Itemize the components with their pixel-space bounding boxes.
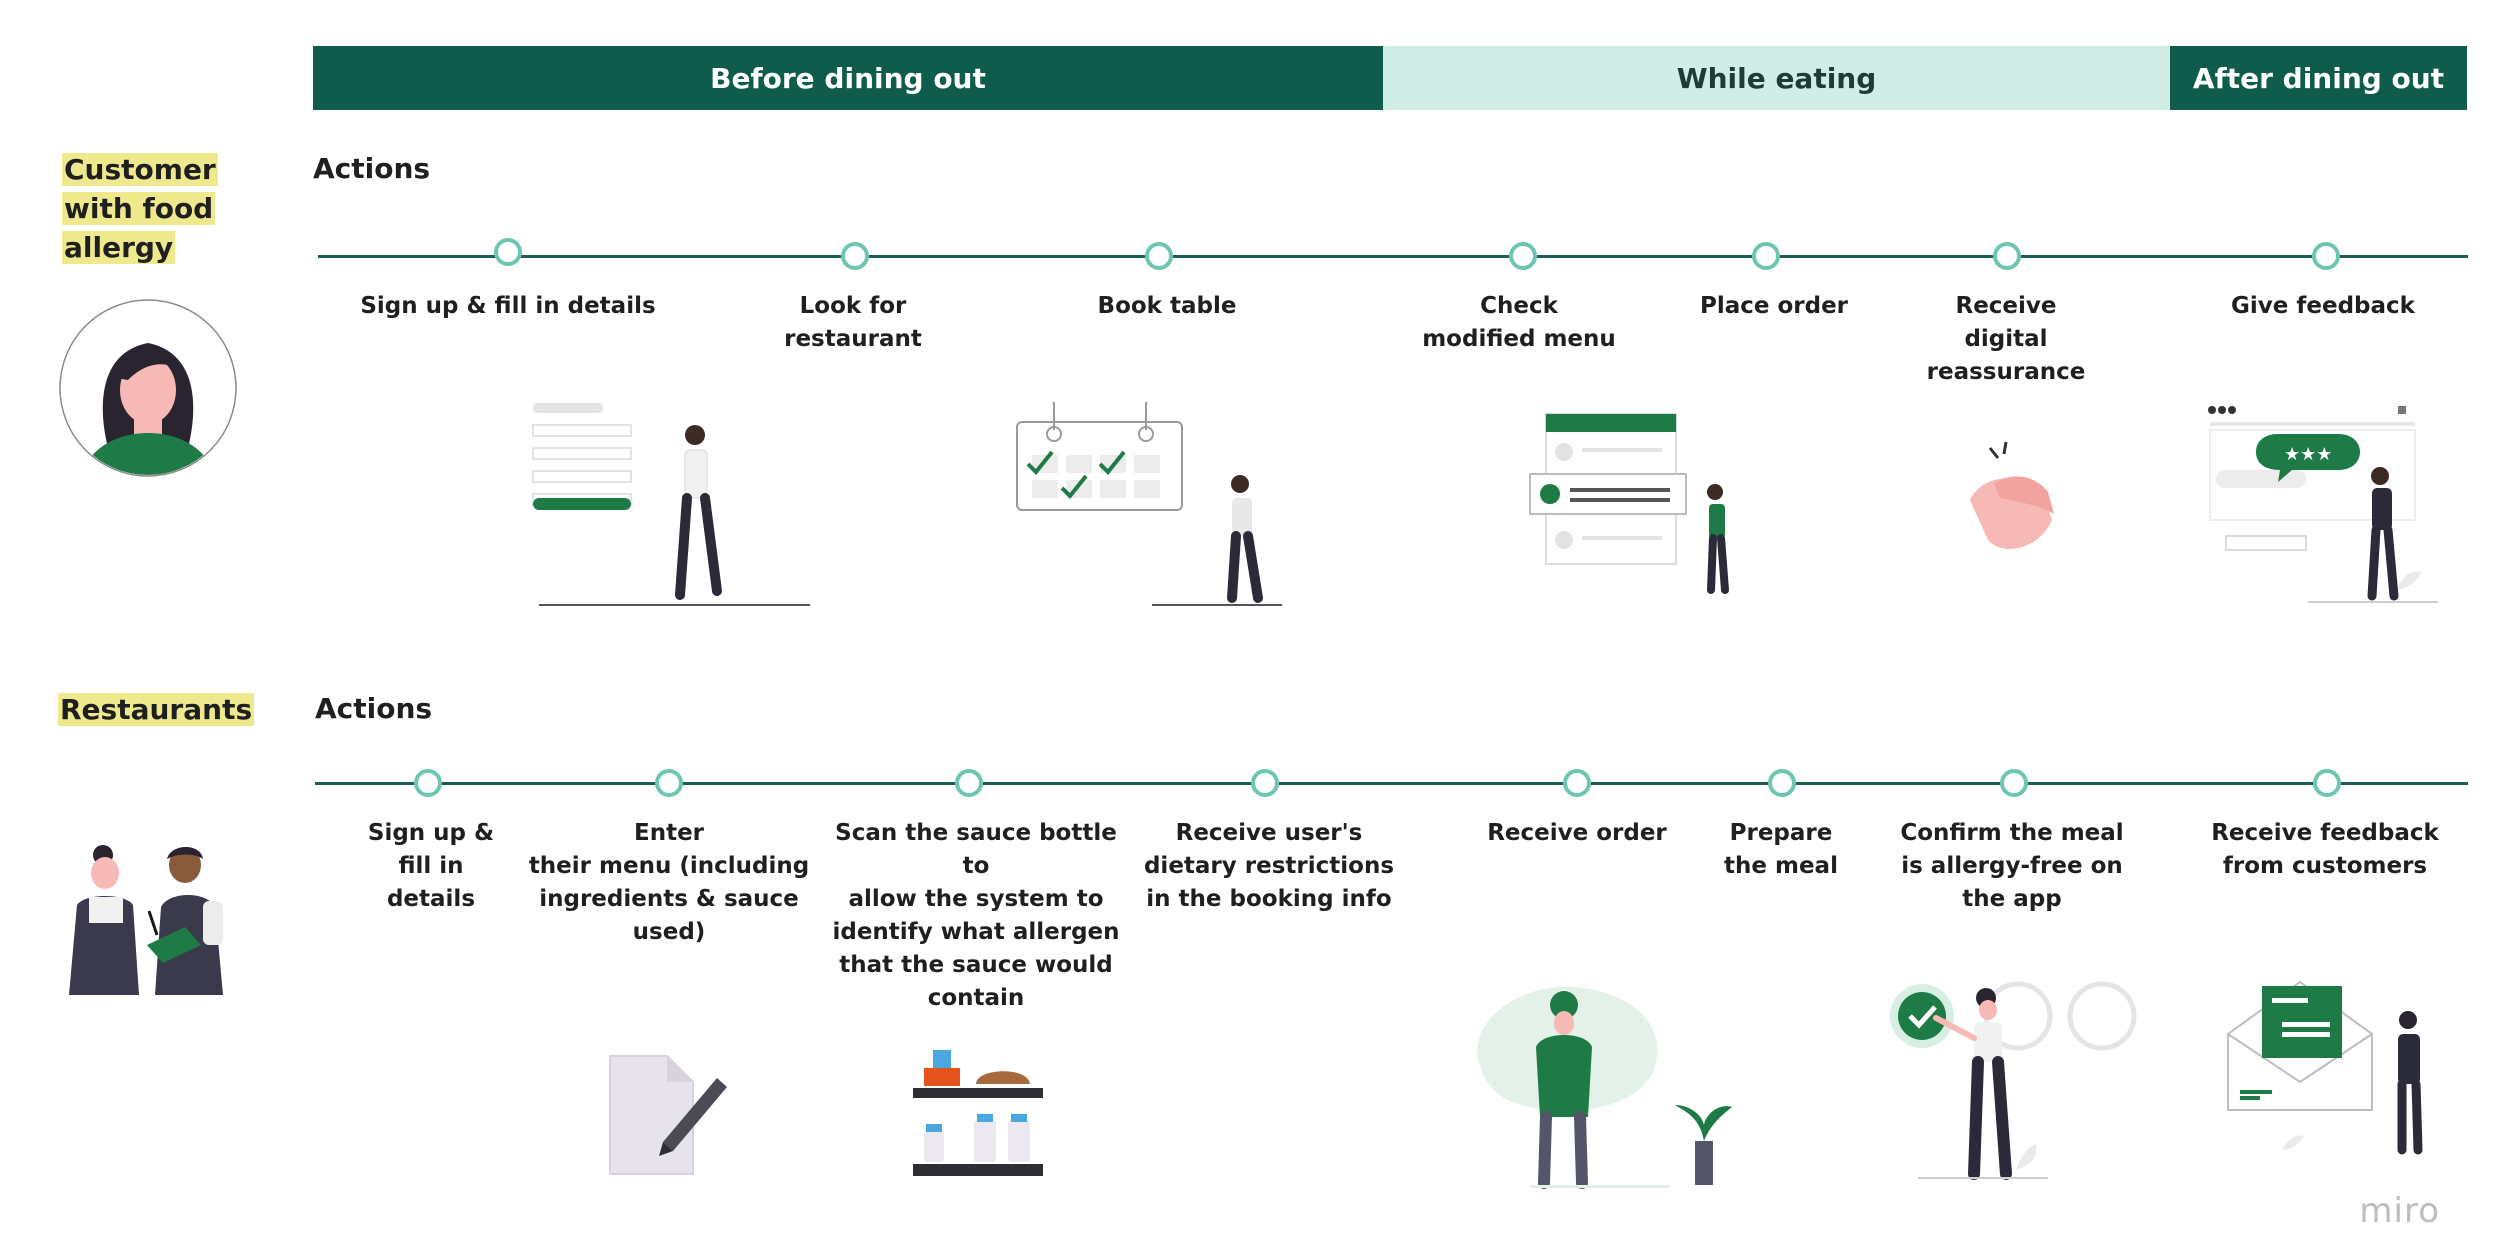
customer-step-label: Give feedback [2173,290,2473,323]
step-line: that the sauce would [839,952,1113,978]
step-line: Receive order [1487,820,1667,846]
restaurant-step-label: Sign up & fill in details [281,817,581,916]
timeline-node [2312,242,2340,270]
timeline-node [955,769,983,797]
step-line: their menu (including [528,853,810,879]
timeline-node [1768,769,1796,797]
chef-illustration [1477,986,1732,1189]
phase-after-dining-out: After dining out [2170,46,2467,110]
restaurant-step-label: Receive order [1427,817,1727,850]
step-line: Scan the sauce bottle to [835,820,1117,879]
step-line: Place order [1699,293,1849,319]
email-feedback-illustration [2227,980,2423,1155]
woman-avatar-icon [59,299,237,477]
signup-form-illustration [532,403,810,606]
step-line: Prepare [1729,820,1833,846]
step-line: used) [632,919,706,945]
customer-actions-title: Actions [313,152,431,185]
restaurant-step-label: Enter their menu (including ingredients & … [519,817,819,949]
step-line: identify what allergen [832,919,1120,945]
step-line: details [386,886,476,912]
persona-restaurants: Restaurants [58,690,255,729]
customer-step-label: Look for restaurant [703,290,1003,356]
step-line: modified menu [1422,326,1616,352]
clapping-hands-icon [1970,441,2054,550]
step-line: the meal [1724,853,1838,879]
restaurant-step-label: Confirm the meal is allergy-free on the ap… [1862,817,2162,916]
timeline-node [494,238,522,266]
step-line: Book table [1097,293,1237,319]
restaurant-actions-title: Actions [315,692,433,725]
feedback-stars: ★★★ [2284,444,2332,465]
step-line: is allergy-free on [1901,853,2123,879]
restaurant-step-label: Receive user's dietary restrictions in the… [1119,817,1419,916]
step-line: restaurant [784,326,922,352]
customer-step-label: Place order [1624,290,1924,323]
timeline-node [1563,769,1591,797]
persona-customer: Customer with food allergy [62,150,218,267]
persona-line: with food [62,192,216,225]
timeline-node [1251,769,1279,797]
allergy-confirm-illustration [1890,981,2137,1180]
step-line: Receive user's [1175,820,1363,846]
step-line: contain [927,985,1025,1011]
timeline-node [414,769,442,797]
timeline-node [2000,769,2028,797]
timeline-node [655,769,683,797]
step-line: dietary restrictions [1143,853,1395,879]
restaurant-step-label: Receive feedback from customers [2175,817,2475,883]
restaurant-step-label: Scan the sauce bottle to allow the system… [826,817,1126,1015]
step-line: Confirm the meal [1900,820,2124,846]
step-line: Check [1480,293,1558,319]
step-line: fill in [398,853,464,879]
calendar-booking-illustration [1016,402,1282,606]
step-line: Sign up & fill in details [360,293,656,319]
modified-menu-illustration [1529,413,1729,594]
persona-line: Customer [62,153,218,186]
timeline-node [1509,242,1537,270]
step-line: Receive feedback [2211,820,2439,846]
customer-step-label: Receive digital reassurance [1856,290,2156,389]
step-line: the app [1962,886,2062,912]
feedback-illustration: ★★★ [2208,406,2438,603]
step-line: allow the system to [848,886,1104,912]
step-line: Give feedback [2231,293,2415,319]
timeline-node [1752,242,1780,270]
restaurant-step-label: Prepare the meal [1631,817,1931,883]
persona-label: Restaurants [58,693,255,726]
step-line: Sign up & [367,820,495,846]
step-line: Look for [799,293,907,319]
timeline-node [841,242,869,270]
customer-step-label: Sign up & fill in details [358,290,658,323]
step-line: reassurance [1926,359,2086,385]
restaurant-staff-icon [69,845,223,995]
timeline-node [2313,769,2341,797]
customer-step-label: Check modified menu [1369,290,1669,356]
customer-step-label: Book table [1017,290,1317,323]
phase-label: Before dining out [710,61,986,95]
sauce-shelf-icon [913,1050,1043,1176]
step-line: ingredients & sauce [539,886,799,912]
document-pencil-icon [609,1055,727,1175]
step-line: digital [1964,326,2048,352]
phase-label: After dining out [2192,61,2445,95]
step-line: Receive [1955,293,2057,319]
phase-while-eating: While eating [1383,46,2170,110]
customer-timeline [318,255,2468,258]
timeline-node [1145,242,1173,270]
restaurant-timeline [315,782,2468,785]
persona-line: allergy [62,231,176,264]
phase-before-dining-out: Before dining out [313,46,1383,110]
miro-watermark: miro [2359,1191,2440,1231]
phase-label: While eating [1676,61,1877,95]
timeline-node [1993,242,2021,270]
step-line: from customers [2222,853,2428,879]
step-line: in the booking info [1146,886,1392,912]
step-line: Enter [633,820,705,846]
